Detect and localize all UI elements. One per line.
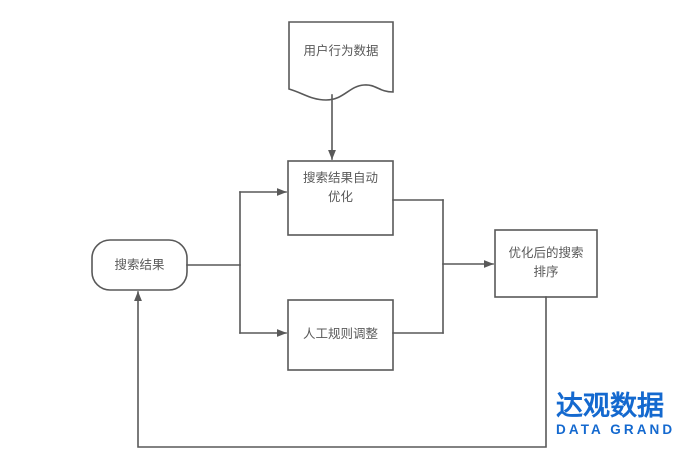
watermark-english-text: DATA GRAND	[556, 422, 676, 437]
node-results-shape	[91, 239, 188, 291]
node-source-shape	[288, 21, 394, 101]
node-manual-shape	[287, 299, 394, 371]
watermark-logo: 达观数据 DATA GRAND	[556, 392, 680, 438]
edge-ranked-to-results-feedback	[134, 291, 547, 448]
watermark-chinese-text: 达观数据	[556, 391, 664, 422]
node-auto-shape	[287, 160, 394, 236]
node-ranked-shape	[494, 229, 598, 298]
